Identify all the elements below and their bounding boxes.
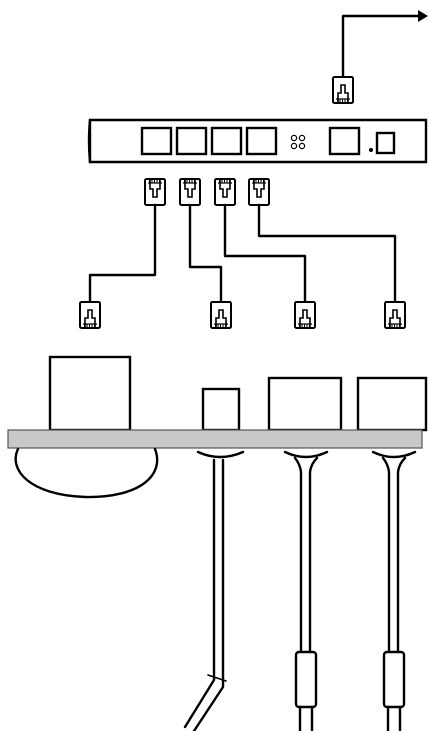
router-lan-port-2 [175, 126, 208, 156]
lan-cable-2 [188, 203, 223, 304]
pole-4 [371, 450, 417, 731]
lan-connector-4-icon [248, 178, 270, 206]
lan-connector-1-icon [144, 178, 166, 206]
lan-connector-3-icon [214, 178, 236, 206]
lan-connector-2-icon [179, 178, 201, 206]
pole-bent [183, 450, 245, 731]
router-status-leds-icon [290, 134, 306, 150]
device-connector-2-icon [210, 301, 232, 329]
shelf [7, 429, 423, 449]
device-connector-3-icon [294, 301, 316, 329]
device-box-3 [267, 376, 343, 432]
device-connector-4-icon [384, 301, 406, 329]
router-lan-port-3 [210, 126, 243, 156]
device-large-box [48, 355, 132, 432]
router-lan-port-4 [245, 126, 278, 156]
router-indicator-dot [369, 148, 373, 152]
uplink-connector-icon [332, 76, 354, 104]
device-box-4 [356, 376, 428, 432]
router [87, 118, 428, 164]
router-lan-port-1 [140, 126, 173, 156]
lan-cable-4 [257, 203, 397, 304]
device-oval-base [14, 447, 159, 499]
device-connector-1-icon [79, 301, 101, 329]
uplink-arrow-icon [418, 10, 428, 22]
uplink-cable [341, 10, 428, 80]
router-power-port [375, 131, 396, 155]
lan-cable-1 [88, 203, 157, 304]
device-small-box [201, 387, 241, 432]
lan-cable-3 [223, 203, 307, 304]
pole-3 [283, 450, 329, 731]
router-wan-port [328, 126, 361, 156]
